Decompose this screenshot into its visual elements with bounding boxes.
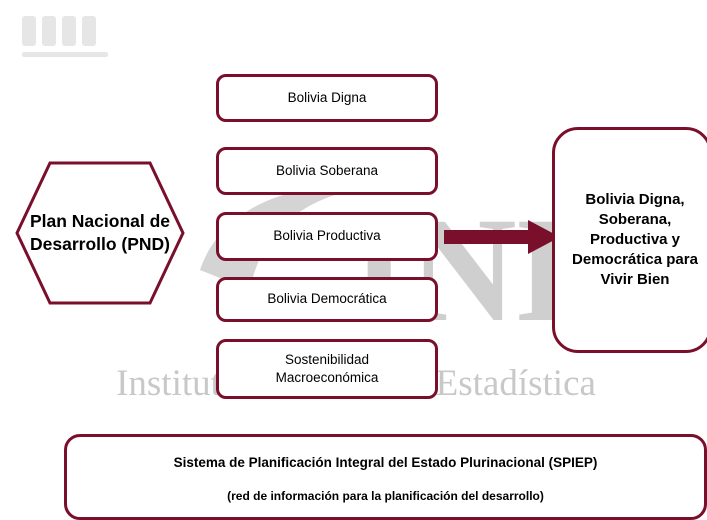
pillar-label: Bolivia Democrática <box>267 291 387 307</box>
pillar-box-bolivia-soberana: Bolivia Soberana <box>216 147 438 195</box>
pnd-hexagon <box>15 161 185 305</box>
spiep-subtitle: (red de información para la planificació… <box>227 489 544 503</box>
goal-box: Bolivia Digna, Soberana, Productiva y De… <box>552 127 707 353</box>
ine-corner-logo <box>22 16 108 57</box>
goal-label: Bolivia Digna, Soberana, Productiva y De… <box>572 191 698 288</box>
pillar-box-bolivia-productiva: Bolivia Productiva <box>216 212 438 261</box>
pillar-box-bolivia-digna: Bolivia Digna <box>216 74 438 122</box>
spiep-title: Sistema de Planificación Integral del Es… <box>173 455 598 470</box>
pillar-box-sostenibilidad: Sostenibilidad Macroeconómica <box>216 339 438 399</box>
right-arrow <box>444 220 560 254</box>
pillar-label: Bolivia Soberana <box>275 162 379 178</box>
pillar-box-bolivia-democratica: Bolivia Democrática <box>216 277 438 322</box>
pillar-label: Bolivia Digna <box>287 89 367 105</box>
pillar-label: Sostenibilidad Macroeconómica <box>275 351 379 385</box>
pillar-label: Bolivia Productiva <box>273 228 381 244</box>
pnd-label: Plan Nacional de Desarrollo (PND) <box>29 210 171 254</box>
spiep-box: Sistema de Planificación Integral del Es… <box>64 434 707 520</box>
